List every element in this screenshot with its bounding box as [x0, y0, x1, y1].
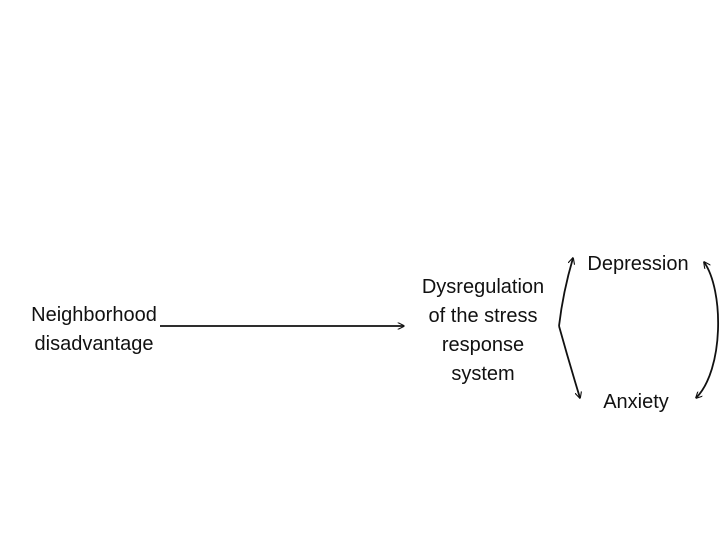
- edge-stress-to-depression: [558, 258, 573, 327]
- node-depression: Depression: [587, 253, 689, 275]
- node-anxiety: Anxiety: [603, 391, 669, 413]
- node-stress-dysregulation: Dysregulation of the stress response sys…: [421, 276, 545, 385]
- edge-stress-to-anxiety: [558, 325, 580, 398]
- edge-depression-anxiety-bidirectional: [696, 262, 720, 398]
- node-neighborhood-disadvantage: Neighborhood disadvantage: [31, 304, 157, 355]
